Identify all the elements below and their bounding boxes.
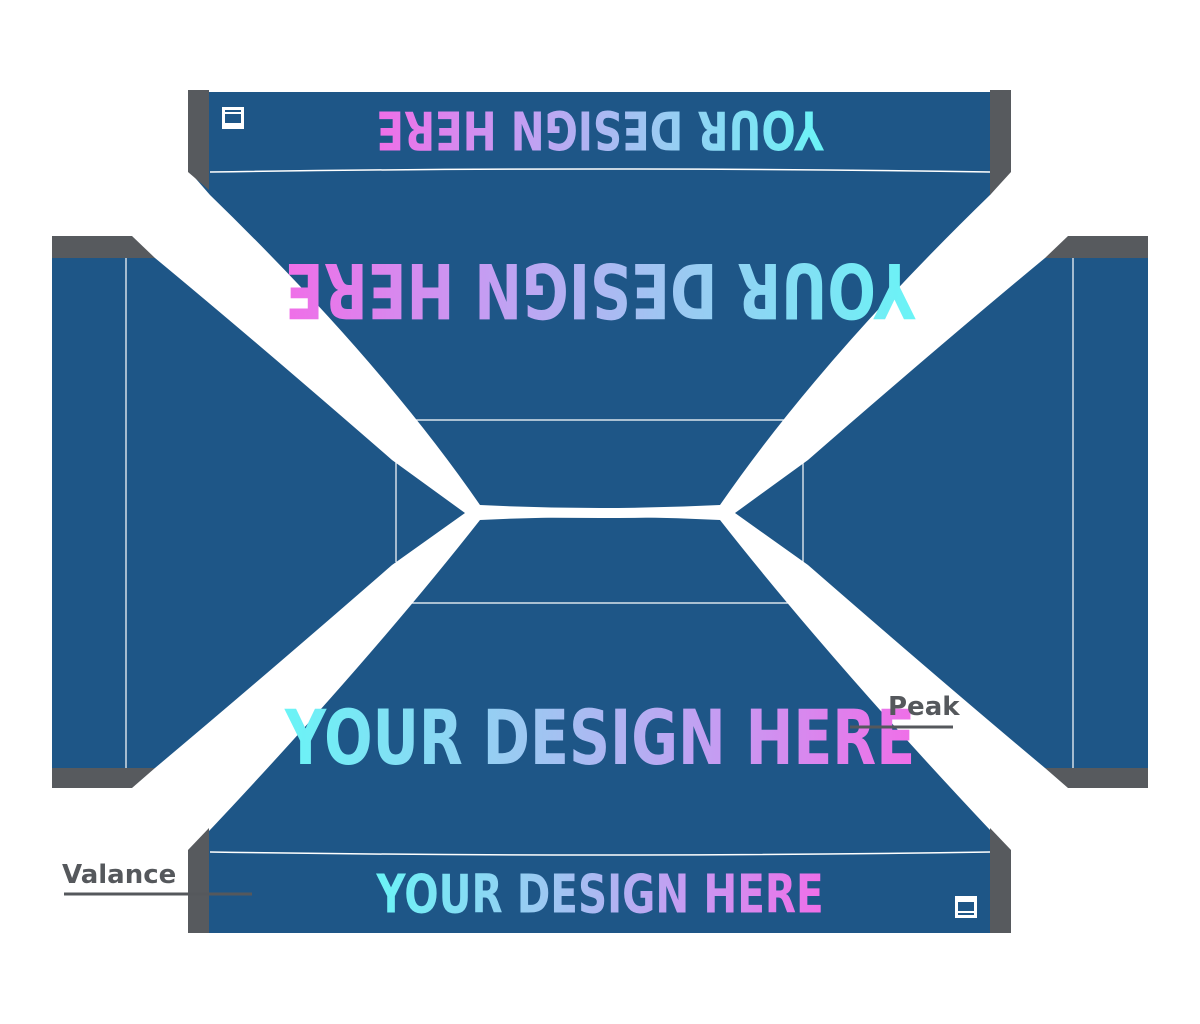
bottom-valance-design-text: YOUR DESIGN HERE [375, 864, 823, 926]
top-valance-design-text: YOUR DESIGN HERE [376, 98, 824, 160]
bottom-left-frame-tip [188, 828, 209, 850]
svg-text:YOUR DESIGN HERE: YOUR DESIGN HERE [376, 98, 824, 160]
bottom-right-frame [990, 828, 1011, 933]
top-roof-panel [190, 92, 1010, 508]
top-left-frame [188, 90, 209, 172]
bottom-roof-design-text: YOUR DESIGN HERE [284, 694, 915, 782]
top-roof-design-text: YOUR DESIGN HERE [285, 246, 916, 334]
top-seam-line [209, 168, 991, 173]
brand-logo-icon [955, 896, 977, 918]
peak-label: Peak [888, 692, 960, 722]
brand-logo-icon [222, 107, 244, 129]
bottom-left-frame [188, 850, 209, 933]
center-peak-seam [477, 508, 723, 518]
svg-text:YOUR DESIGN HERE: YOUR DESIGN HERE [285, 246, 916, 334]
bottom-roof-panel [190, 517, 1010, 933]
svg-text:YOUR DESIGN HERE: YOUR DESIGN HERE [284, 694, 915, 782]
left-bottom-frame [52, 768, 155, 788]
top-left-frame-tip [188, 172, 209, 190]
left-roof-panel [52, 258, 465, 768]
svg-text:YOUR DESIGN HERE: YOUR DESIGN HERE [375, 864, 823, 926]
right-bottom-frame [1045, 768, 1148, 788]
left-top-frame [52, 236, 155, 258]
top-right-frame [990, 90, 1011, 195]
bottom-seam-line [209, 851, 991, 856]
right-top-frame [1045, 236, 1148, 258]
right-roof-panel [735, 258, 1148, 768]
valance-label: Valance [62, 860, 177, 890]
